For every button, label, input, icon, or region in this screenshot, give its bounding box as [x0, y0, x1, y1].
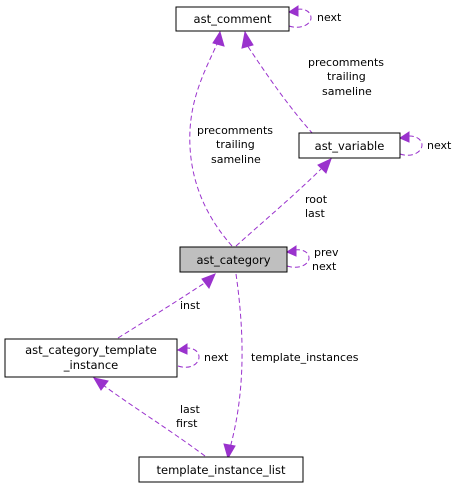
edge-label-list-template-instance-0: last: [180, 403, 201, 416]
edge-label-category-next: next: [312, 260, 337, 273]
node-ast-category-template-instance[interactable]: ast_category_template _instance: [4, 338, 178, 378]
node-label-ast-variable: ast_variable: [315, 139, 385, 153]
edge-variable-self: next: [398, 131, 452, 156]
edge-comment-self: next: [287, 5, 342, 28]
node-label-ast-category: ast_category: [196, 253, 270, 267]
edge-variable-to-comment: precomments trailing sameline: [241, 30, 384, 135]
edge-list-to-category: template_instances: [223, 273, 359, 460]
edge-label-category-comment-2: sameline: [211, 153, 261, 166]
edge-label-template-instance-next: next: [204, 351, 229, 364]
node-ast-category[interactable]: ast_category: [179, 246, 288, 273]
edge-label-category-comment-0: precomments: [197, 124, 273, 137]
node-label-ast-comment: ast_comment: [194, 12, 272, 26]
edge-category-to-comment: precomments trailing sameline: [189, 30, 273, 247]
edge-template-instance-self: next: [176, 343, 229, 368]
edge-category-to-variable: root last: [235, 158, 332, 247]
edge-label-variable-next: next: [427, 139, 452, 152]
edge-label-template-instance-inst: inst: [180, 299, 201, 312]
edge-label-list-category: template_instances: [251, 351, 359, 364]
edge-label-comment-next: next: [317, 11, 342, 24]
edge-label-variable-comment-0: precomments: [308, 56, 384, 69]
node-template-instance-list[interactable]: template_instance_list: [138, 456, 304, 483]
edge-label-variable-comment-2: sameline: [322, 85, 372, 98]
node-label-template-instance-line2: _instance: [63, 358, 118, 372]
node-label-template-instance-line1: ast_category_template: [25, 343, 157, 357]
edge-label-category-prev: prev: [314, 246, 339, 259]
node-ast-variable[interactable]: ast_variable: [298, 132, 401, 159]
edge-label-category-variable-1: last: [305, 207, 326, 220]
edge-label-list-template-instance-1: first: [176, 417, 198, 430]
edge-label-category-comment-1: trailing: [216, 138, 255, 151]
node-label-template-instance-list: template_instance_list: [156, 463, 286, 477]
edge-label-variable-comment-1: trailing: [327, 70, 366, 83]
edge-list-to-template-instance: last first: [92, 377, 206, 457]
edge-label-category-variable-0: root: [305, 193, 328, 206]
node-ast-comment[interactable]: ast_comment: [175, 6, 290, 32]
edge-category-self: prev next: [285, 245, 339, 273]
edge-template-instance-to-category: inst: [117, 273, 216, 339]
